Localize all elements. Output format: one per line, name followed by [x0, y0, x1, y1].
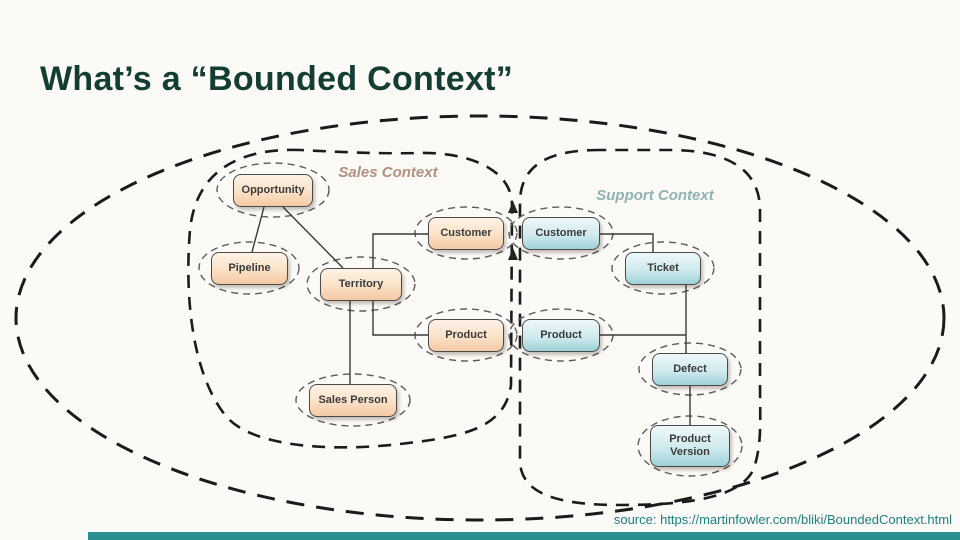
boundary-arrow-icon	[508, 201, 518, 213]
boundary-tick-group	[508, 201, 518, 260]
halo-customer-sales	[414, 206, 518, 260]
boundary-group	[14, 114, 946, 522]
footer-accent-bar	[88, 532, 960, 540]
halo-pipeline	[198, 241, 300, 295]
sales-context-label: Sales Context	[338, 164, 438, 181]
page-title: What’s a “Bounded Context”	[40, 60, 514, 98]
source-citation: source: https://martinfowler.com/bliki/B…	[613, 512, 952, 527]
entity-defect: Defect	[652, 353, 728, 386]
halo-sales-person	[295, 373, 411, 427]
entity-territory: Territory	[320, 268, 402, 301]
entity-pipeline: Pipeline	[211, 252, 288, 285]
entity-customer-support: Customer	[522, 217, 600, 250]
halo-opportunity	[216, 162, 330, 218]
connector-group	[251, 206, 691, 426]
connector-customer-ticket	[600, 233, 654, 252]
entity-product-support: Product	[522, 319, 600, 352]
connector-territory-product	[372, 301, 428, 336]
connector-opportunity-territory	[282, 206, 344, 269]
support-context-boundary	[518, 148, 762, 507]
connector-territory-customer	[372, 233, 428, 268]
support-context-label: Support Context	[596, 187, 714, 204]
boundary-arrow-icon	[508, 248, 518, 260]
halo-customer-support	[508, 206, 614, 260]
halo-ticket	[611, 241, 715, 295]
entity-opportunity: Opportunity	[233, 174, 313, 207]
outer-boundary-ellipse	[14, 114, 946, 522]
entity-product-sales: Product	[428, 319, 504, 352]
connector-opportunity-pipeline	[251, 206, 265, 253]
halo-territory	[306, 256, 416, 312]
entity-ticket: Ticket	[625, 252, 701, 285]
entity-sales-person: Sales Person	[309, 384, 397, 417]
entity-product-version: Product Version	[650, 425, 730, 467]
entity-customer-sales: Customer	[428, 217, 504, 250]
